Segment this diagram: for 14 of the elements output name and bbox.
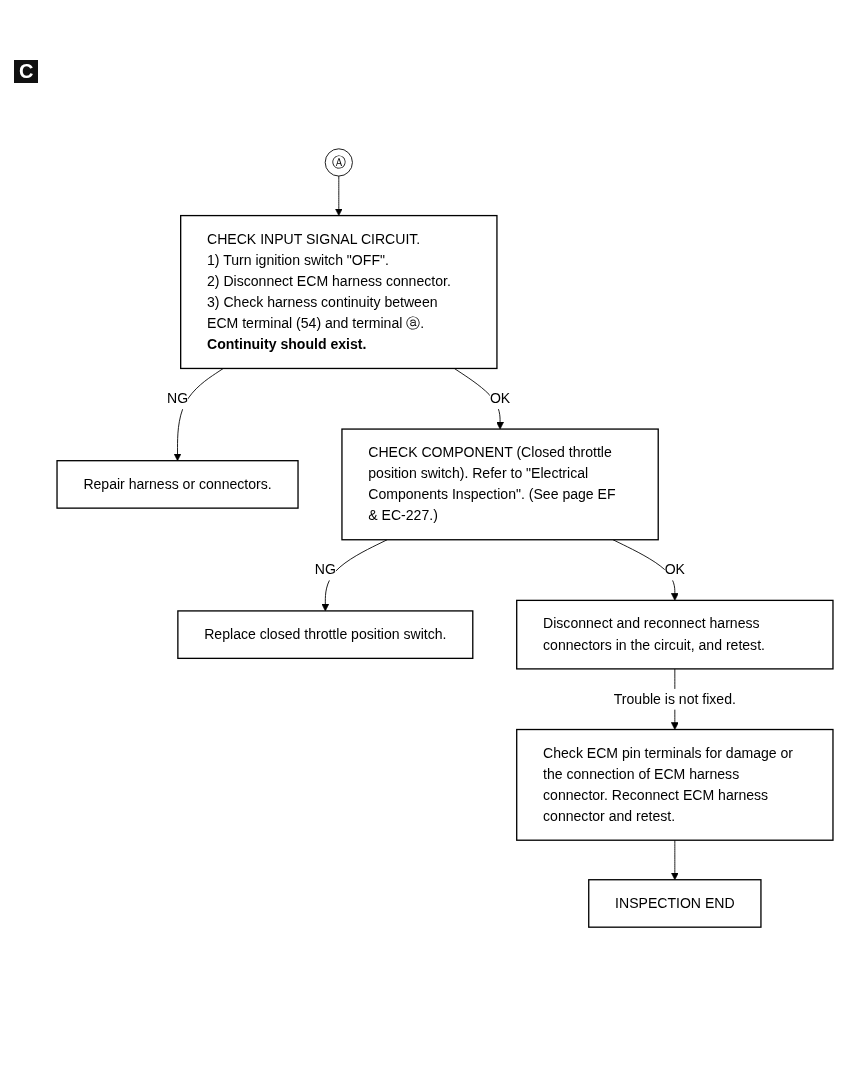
- node-box: Replace closed throttle position switch.: [177, 610, 474, 659]
- node-box: Check ECM pin terminals for damage or the connection of ECM harness connector. Reconnect ECM harness connector and retest.: [516, 728, 834, 841]
- edge-label: Trouble is not fixed.: [613, 691, 736, 707]
- node-box: CHECK INPUT SIGNAL CIRCUIT. 1) Turn ignition switch "OFF". 2) Disconnect ECM harness connector. 3) Check harness continuity between ECM terminal (54) and terminal ⓐ. Continuity should exist.: [180, 214, 498, 370]
- node-circle: Ⓐ: [324, 148, 353, 177]
- node-box: Disconnect and reconnect harness connectors in the circuit, and retest.: [516, 599, 834, 670]
- edge-label: NG: [166, 390, 189, 406]
- edge-label: OK: [664, 562, 685, 578]
- section-marker: C: [14, 60, 39, 83]
- node-box: CHECK COMPONENT (Closed throttle position switch). Refer to "Electrical Components Inspection". (See page EF & EC-227.): [341, 428, 659, 541]
- node-box: INSPECTION END: [588, 879, 762, 928]
- edge-label: NG: [314, 562, 336, 578]
- node-box: Repair harness or connectors.: [56, 460, 299, 509]
- edge-label: OK: [489, 390, 511, 406]
